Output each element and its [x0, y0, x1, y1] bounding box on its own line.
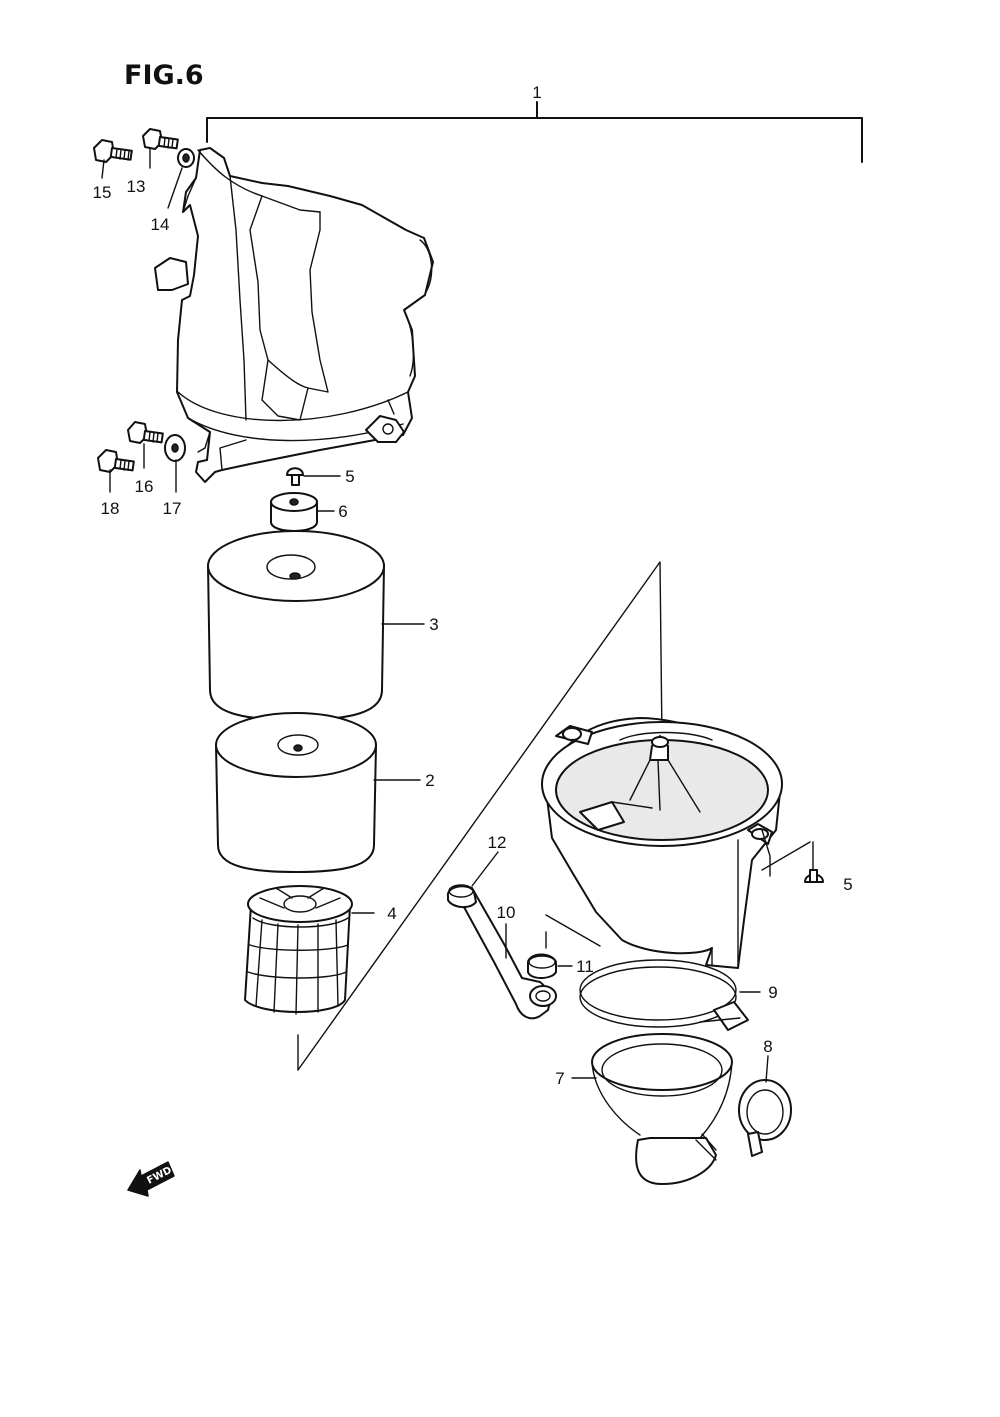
callout-part-16: 16: [135, 477, 154, 496]
hose-clamp-part-8: [738, 1079, 792, 1157]
callout-part-11: 11: [576, 957, 594, 976]
leader-lines-lower: [545, 841, 811, 949]
callout-part-2: 2: [425, 771, 434, 790]
bolt-13: [142, 128, 179, 150]
bolt-15: [93, 139, 133, 163]
assembly-bracket: [206, 101, 863, 163]
callout-part-5-upper: 5: [345, 467, 354, 486]
filter-cage-part-4: [244, 885, 353, 1015]
screw-5-upper: [286, 467, 304, 486]
assembly-guide-lines: [297, 561, 663, 1071]
figure-title: FIG.6: [124, 60, 204, 91]
bolt-18: [97, 449, 135, 473]
callout-part-12: 12: [488, 833, 507, 852]
callout-part-13: 13: [127, 177, 146, 196]
callout-leaders: [101, 147, 769, 1083]
clip-part-12: [447, 884, 477, 908]
washer-14: [177, 148, 195, 168]
bolt-16: [127, 421, 164, 444]
spacer-part-6: [270, 492, 318, 532]
callout-part-14: 14: [151, 215, 170, 234]
callout-part-7: 7: [555, 1069, 564, 1088]
callout-part-5-lower: 5: [843, 875, 852, 894]
lower-case-part: [541, 717, 783, 969]
callout-part-10: 10: [497, 903, 516, 922]
callout-part-4: 4: [387, 904, 396, 923]
filter-element-part-2: [215, 712, 377, 873]
callout-part-3: 3: [429, 615, 438, 634]
filter-element-part-3: [207, 530, 385, 721]
callout-part-17: 17: [163, 499, 182, 518]
screw-5-lower: [804, 841, 824, 883]
callout-part-9: 9: [768, 983, 777, 1002]
clamp-band-part-9: [579, 959, 749, 1031]
washer-17: [164, 434, 186, 462]
callout-part-15: 15: [93, 183, 112, 202]
callout-part-1: 1: [532, 83, 541, 102]
callout-part-6: 6: [338, 502, 347, 521]
forward-direction-arrow: FWD: [127, 1161, 175, 1197]
callout-part-18: 18: [101, 499, 120, 518]
clip-part-11: [527, 953, 557, 979]
upper-case-part: [154, 147, 434, 483]
drain-hose-part-10: [457, 887, 557, 1020]
drain-boot-part-7: [591, 1033, 733, 1185]
callout-part-8: 8: [763, 1037, 772, 1056]
